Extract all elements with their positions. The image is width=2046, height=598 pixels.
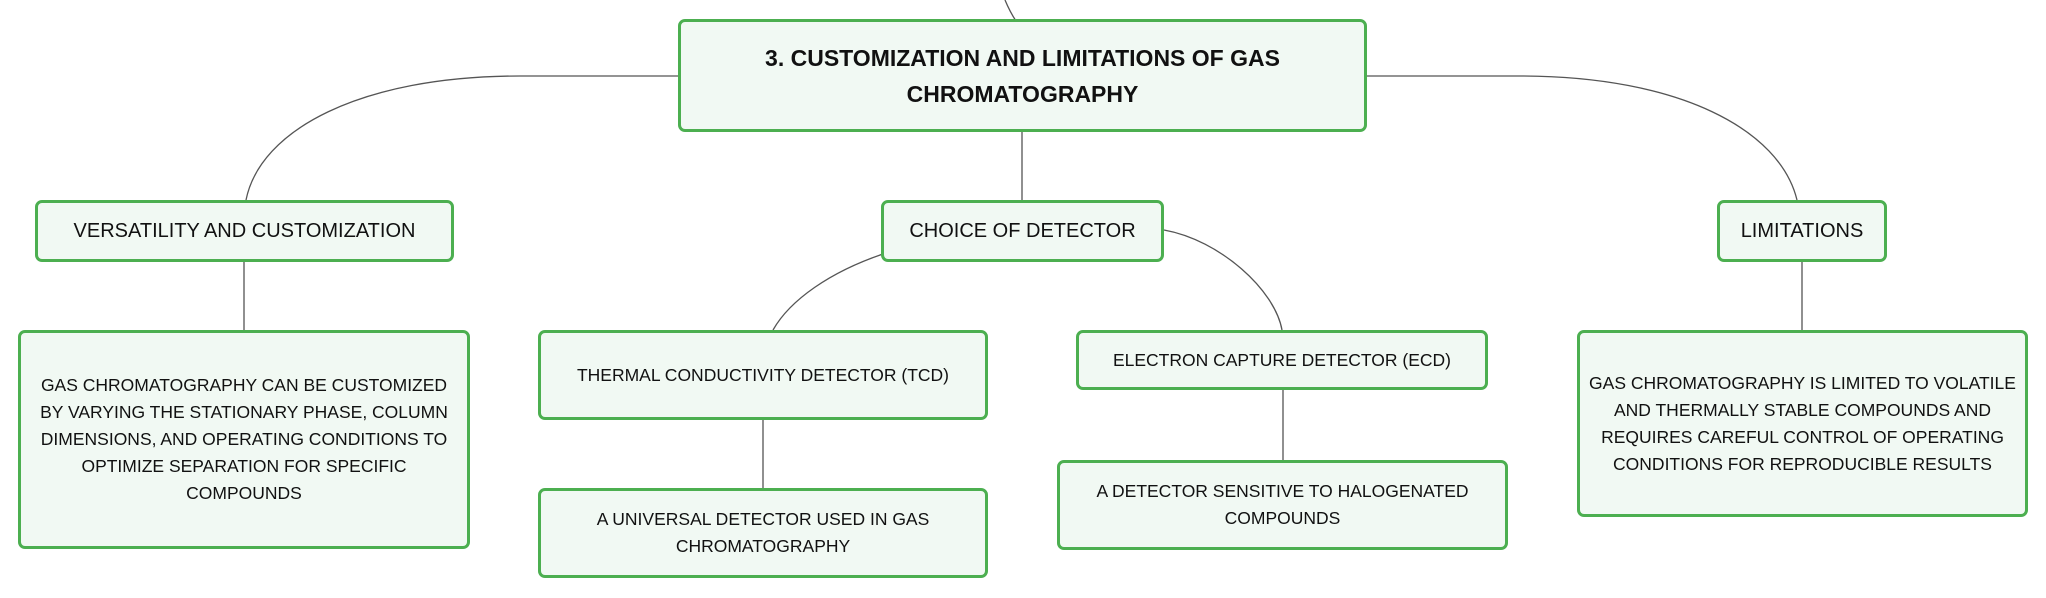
topic-limitations-detail-label: GAS CHROMATOGRAPHY IS LIMITED TO VOLATIL…	[1589, 372, 2016, 474]
connector-detector-to-ecd	[1163, 229, 1283, 331]
topic-limitations-label: LIMITATIONS	[1740, 219, 1864, 242]
root-topic-label: 3. CUSTOMIZATION AND LIMITATIONS OF GAS …	[765, 44, 1280, 107]
topic-tcd[interactable]: THERMAL CONDUCTIVITY DETECTOR (TCD)	[538, 330, 988, 420]
topic-tcd-detail-label: A UNIVERSAL DETECTOR USED IN GAS CHROMAT…	[596, 509, 930, 556]
topic-choice-of-detector[interactable]: CHOICE OF DETECTOR	[881, 200, 1164, 262]
connector-detector-to-tcd	[772, 253, 884, 331]
topic-versatility-label: VERSATILITY AND CUSTOMIZATION	[73, 219, 416, 242]
topic-versatility[interactable]: VERSATILITY AND CUSTOMIZATION	[35, 200, 454, 262]
topic-choice-of-detector-label: CHOICE OF DETECTOR	[909, 219, 1136, 242]
topic-limitations[interactable]: LIMITATIONS	[1717, 200, 1887, 262]
topic-ecd-detail[interactable]: A DETECTOR SENSITIVE TO HALOGENATED COMP…	[1057, 460, 1508, 550]
topic-ecd[interactable]: ELECTRON CAPTURE DETECTOR (ECD)	[1076, 330, 1488, 390]
topic-ecd-label: ELECTRON CAPTURE DETECTOR (ECD)	[1112, 349, 1452, 370]
connector-root-to-versatility	[245, 75, 678, 201]
topic-limitations-detail[interactable]: GAS CHROMATOGRAPHY IS LIMITED TO VOLATIL…	[1577, 330, 2028, 517]
topic-tcd-detail[interactable]: A UNIVERSAL DETECTOR USED IN GAS CHROMAT…	[538, 488, 988, 578]
connector-parent-to-root	[1004, 0, 1017, 22]
topic-versatility-detail-label: GAS CHROMATOGRAPHY CAN BE CUSTOMIZED BY …	[40, 375, 448, 503]
connector-root-to-limitations	[1366, 75, 1798, 201]
topic-tcd-label: THERMAL CONDUCTIVITY DETECTOR (TCD)	[576, 364, 950, 385]
topic-versatility-detail[interactable]: GAS CHROMATOGRAPHY CAN BE CUSTOMIZED BY …	[18, 330, 470, 549]
topic-ecd-detail-label: A DETECTOR SENSITIVE TO HALOGENATED COMP…	[1096, 481, 1469, 528]
root-topic[interactable]: 3. CUSTOMIZATION AND LIMITATIONS OF GAS …	[678, 19, 1367, 132]
